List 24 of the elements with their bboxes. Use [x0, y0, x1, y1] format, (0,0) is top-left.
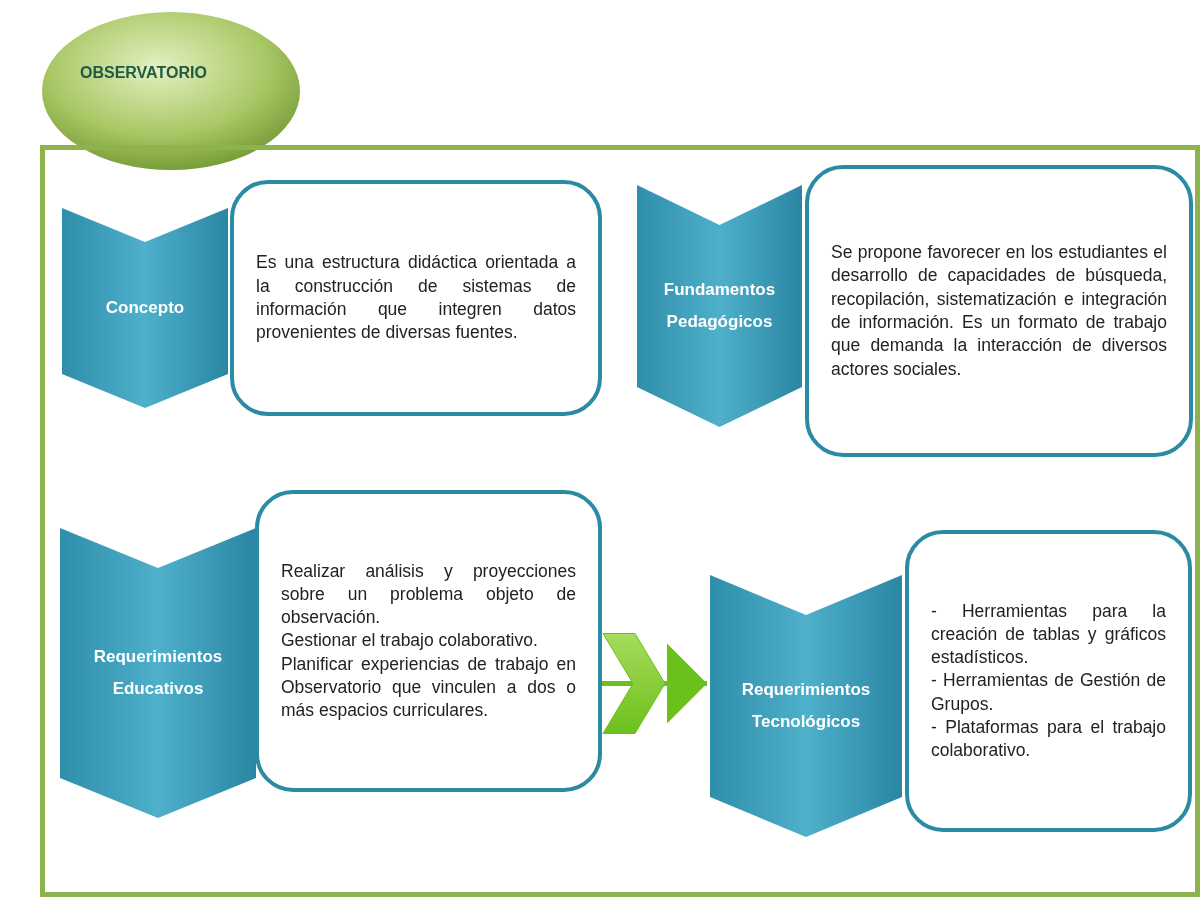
text-card	[805, 165, 1193, 457]
category-label: Fundamentos Pedagógicos	[662, 278, 777, 333]
category-label: Requerimientos Educativos	[92, 645, 224, 700]
category-label: Requerimientos Tecnológicos	[740, 678, 872, 733]
description-text: Planificar experiencias de trabajo en Observatorio que vinculen a dos o más espacios curriculares.	[281, 652, 576, 723]
description-text: - Herramientas para la creación de tablas y gráficos estadísticos.	[931, 599, 1166, 670]
description-text: Es una estructura didáctica orientada a la construcción de sistemas de información que integren datos provenientes de diversas fuentes.	[256, 251, 576, 345]
text-card	[255, 490, 602, 792]
chevron-shape	[637, 185, 802, 427]
description-text: Realizar análisis y proyecciones sobre un problema objeto de observación.	[281, 559, 576, 630]
frame-border	[40, 145, 1200, 897]
category-label: Concepto	[105, 296, 185, 319]
chevron-shape	[62, 208, 228, 408]
description-text: - Plataformas para el trabajo colaborativo.	[931, 715, 1166, 763]
double-chevron-arrow	[602, 633, 707, 734]
ellipse-label: OBSERVATORIO	[80, 64, 207, 82]
text-card	[905, 530, 1192, 832]
chevron-shape	[60, 528, 256, 818]
title-ellipse	[40, 10, 302, 172]
description-text: Gestionar el trabajo colaborativo.	[281, 629, 539, 653]
text-card	[230, 180, 602, 416]
description-text: Se propone favorecer en los estudiantes el desarrollo de capacidades de búsqueda, recopilación, sistematización e integración de información. Es un formato de trabajo que demanda la interacción de diversos actores sociales.	[831, 241, 1167, 381]
description-text: - Herramientas de Gestión de Grupos.	[931, 669, 1166, 716]
chevron-shape	[710, 575, 902, 837]
